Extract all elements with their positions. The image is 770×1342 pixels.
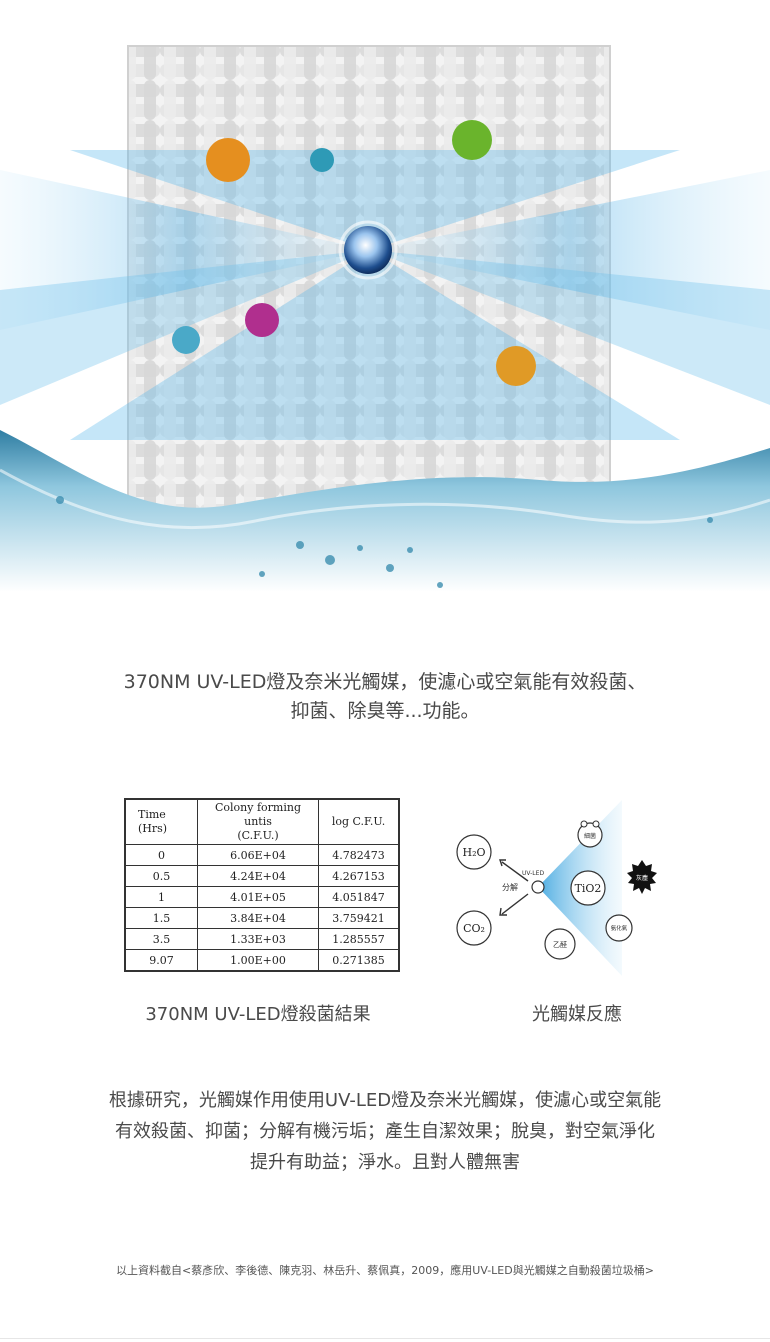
source-citation: 以上資料截自<蔡彥欣、李後德、陳克羽、林岳升、蔡佩真，2009，應用UV-LED… (116, 1264, 654, 1277)
filter-mesh (128, 46, 610, 532)
photocatalyst-svg: H₂O CO₂ UV-LED 分解 TiO2 細菌 灰塵 氨化氣 乙醛 (456, 800, 657, 976)
tio2-label: TiO2 (575, 882, 602, 895)
germ-icon (172, 326, 200, 354)
ethanol-circle (544, 928, 576, 960)
research-line: 提升有助益；淨水。且對人體無害 (250, 1152, 520, 1173)
research-line: 根據研究，光觸媒作用使用UV-LED燈及奈米光觸媒，使濾心或空氣能 (108, 1090, 662, 1111)
sterilization-table-wrap: Time(Hrs) Colony forming untis(C.F.U.) l… (124, 798, 400, 972)
h2o-label: H₂O (462, 846, 485, 859)
h2o-circle (456, 834, 492, 870)
uv-led-icon (344, 226, 392, 274)
table-row: 9.07 1.00E+00 0.271385 (124, 949, 400, 972)
uvled-label: UV-LED (522, 870, 544, 877)
bacteria-label: 細菌 (584, 832, 596, 840)
water-splash (0, 430, 770, 592)
filter-uv-illustration (0, 0, 770, 592)
intro-line: 370NM UV-LED燈及奈米光觸媒，使濾心或空氣能有效殺菌、 (123, 671, 647, 693)
decompose-label: 分解 (502, 882, 518, 892)
intro-line: 抑菌、除臭等...功能。 (290, 700, 480, 722)
germ-icon (206, 138, 250, 182)
table-caption: 370NM UV-LED燈殺菌結果 (145, 1004, 371, 1025)
co2-circle (456, 910, 492, 946)
dust-label: 灰塵 (636, 874, 648, 882)
tio2-circle (570, 870, 606, 906)
sterilization-table: Time(Hrs) Colony forming untis(C.F.U.) l… (124, 798, 400, 972)
table-row: 0.5 4.24E+04 4.267153 (124, 865, 400, 887)
header-cfu: Colony forming untis(C.F.U.) (197, 798, 319, 845)
diagram-caption: 光觸媒反應 (532, 1004, 622, 1025)
table-header-row: Time(Hrs) Colony forming untis(C.F.U.) l… (124, 798, 400, 845)
table-row: 1.5 3.84E+04 3.759421 (124, 907, 400, 929)
uv-beam-right (370, 170, 770, 330)
divider (0, 1338, 770, 1339)
ammonia-label: 氨化氣 (611, 924, 628, 932)
uv-led-dot (531, 880, 545, 894)
germ-icon (245, 303, 279, 337)
dust-icon (627, 860, 657, 894)
uv-beam-left (0, 170, 370, 330)
ethanol-label: 乙醛 (553, 940, 567, 949)
photocatalyst-diagram: H₂O CO₂ UV-LED 分解 TiO2 細菌 灰塵 氨化氣 乙醛 (452, 798, 702, 987)
germ-icon (452, 120, 492, 160)
research-text: 根據研究，光觸媒作用使用UV-LED燈及奈米光觸媒，使濾心或空氣能 有效殺菌、抑… (0, 1085, 770, 1178)
header-time: Time(Hrs) (124, 798, 198, 845)
ammonia-circle (605, 914, 633, 942)
reaction-arrows (499, 859, 529, 916)
germ-icon (310, 148, 334, 172)
research-line: 有效殺菌、抑菌；分解有機污垢；產生自潔效果；脫臭，對空氣淨化 (115, 1121, 655, 1142)
germ-icon (496, 346, 536, 386)
bacteria-circle (577, 822, 603, 848)
table-row: 0 6.06E+04 4.782473 (124, 844, 400, 866)
table-row: 3.5 1.33E+03 1.285557 (124, 928, 400, 950)
intro-text: 370NM UV-LED燈及奈米光觸媒，使濾心或空氣能有效殺菌、 抑菌、除臭等.… (0, 668, 770, 726)
header-log: log C.F.U. (318, 798, 400, 845)
water-drops (56, 496, 713, 588)
hero-illustration (0, 0, 770, 592)
table-row: 1 4.01E+05 4.051847 (124, 886, 400, 908)
co2-label: CO₂ (463, 922, 485, 935)
